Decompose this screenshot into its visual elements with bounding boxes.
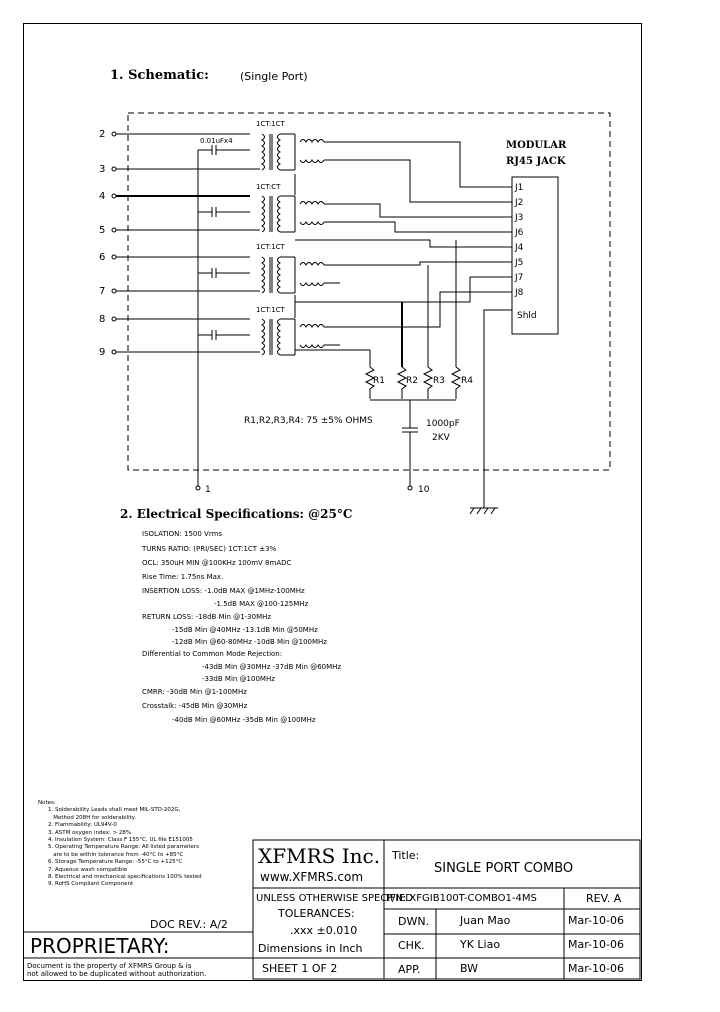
spec-line: Differential to Common Mode Rejection: xyxy=(142,650,283,658)
app-label: APP. xyxy=(398,963,421,976)
note-item: 2. Flammability: UL94V-0 xyxy=(48,822,117,829)
proprietary-line1: Document is the property of XFMRS Group … xyxy=(27,962,192,970)
note-item: 8. Electrical and mechanical specificati… xyxy=(48,874,202,881)
resistor-note: R1,R2,R3,R4: 75 ±5% OHMS xyxy=(244,416,373,426)
chk-name: YK Liao xyxy=(460,938,501,951)
spec-line: ISOLATION: 1500 Vrms xyxy=(142,530,223,538)
company-name: XFMRS Inc. xyxy=(258,844,381,868)
note-item: 7. Aqueous wash compatible xyxy=(48,866,128,873)
spec-line: -43dB Min @30MHz -37dB Min @60MHz xyxy=(202,663,342,671)
schematic-diagram: 2 3 4 5 6 7 8 9 1CT:1CT 1CT:CT 1CT:1CT 1… xyxy=(99,112,611,515)
schematic-subtitle: (Single Port) xyxy=(240,70,308,83)
spec-line: Crosstalk: -45dB Min @30MHz xyxy=(142,702,248,710)
notes-block: Notes: 1. Solderability Leads shall meet… xyxy=(38,800,202,889)
spec-line: INSERTION LOSS: -1.0dB MAX @1MHz-100MHz xyxy=(142,587,305,595)
chk-date: Mar-10-06 xyxy=(568,938,624,951)
sheet-number: SHEET 1 OF 2 xyxy=(262,962,338,975)
electrical-heading: 2. Electrical Specifications: @25°C xyxy=(120,507,353,521)
note-item: 6. Storage Temperature Range: -55°C to +… xyxy=(48,859,183,866)
jack-pin: J4 xyxy=(514,243,524,253)
cap-value-line2: 2KV xyxy=(432,433,451,443)
spec-line: -40dB Min @60MHz -35dB Min @100MHz xyxy=(172,716,316,724)
note-item: are to be within tolerance from -40°C to… xyxy=(48,851,184,858)
pin-label: 7 xyxy=(99,286,105,297)
spec-line: OCL: 350uH MIN @100KHz 100mV 8mADC xyxy=(142,559,292,567)
note-item: Method 208H for solderability. xyxy=(48,814,137,821)
jack-pin: J1 xyxy=(514,183,523,193)
jack-title-line1: MODULAR xyxy=(506,140,567,151)
doc-revision: DOC REV.: A/2 xyxy=(150,918,228,931)
resistor-label: R2 xyxy=(406,376,418,386)
page-border xyxy=(23,23,642,981)
app-name: BW xyxy=(460,962,479,975)
pin-bottom-right: 10 xyxy=(418,485,430,495)
pin-label: 2 xyxy=(99,129,105,140)
company-website: www.XFMRS.com xyxy=(260,870,364,884)
proprietary-line2: not allowed to be duplicated without aut… xyxy=(27,970,207,978)
spec-line: -15dB Min @40MHz -13.1dB Min @50MHz xyxy=(172,626,318,634)
notes-title: Notes: xyxy=(38,800,56,806)
resistor-label: R3 xyxy=(433,376,445,386)
jack-title-line2: RJ45 JACK xyxy=(506,156,566,167)
app-date: Mar-10-06 xyxy=(568,962,624,975)
spec-line: CMRR: -30dB Min @1-100MHz xyxy=(142,688,247,696)
spec-line: -12dB Min @60-80MHz -10dB Min @100MHz xyxy=(172,638,327,646)
cap-label: 0.01uFx4 xyxy=(200,137,233,145)
spec-line: -1.5dB MAX @100-125MHz xyxy=(214,600,309,608)
jack-pin: J2 xyxy=(514,198,523,208)
revision: REV. A xyxy=(586,892,622,905)
pin-bottom-left: 1 xyxy=(205,485,211,495)
note-item: 5. Operating Temperature Range: All list… xyxy=(48,844,200,851)
proprietary-heading: PROPRIETARY: xyxy=(30,934,170,958)
tolerance-line4: Dimensions in Inch xyxy=(258,942,363,955)
tolerance-line1: UNLESS OTHERWISE SPECIFIED xyxy=(256,893,413,904)
jack-pin: J6 xyxy=(514,228,524,238)
note-item: 9. RoHS Compliant Component xyxy=(48,881,134,888)
dwn-label: DWN. xyxy=(398,915,430,928)
schematic-heading: 1. Schematic: xyxy=(110,68,209,83)
resistor-label: R4 xyxy=(461,376,473,386)
jack-pin: J8 xyxy=(514,288,524,298)
title-label: Title: xyxy=(392,849,420,862)
pin-label: 5 xyxy=(99,225,105,236)
tolerance-line3: .xxx ±0.010 xyxy=(290,924,358,937)
cap-value-line1: 1000pF xyxy=(426,419,460,429)
jack-pin: J5 xyxy=(514,258,523,268)
pin-label: 6 xyxy=(99,252,105,263)
dwn-date: Mar-10-06 xyxy=(568,914,624,927)
transformer-label: 1CT:1CT xyxy=(256,243,286,251)
note-item: 1. Solderability Leads shall meet MIL-ST… xyxy=(48,807,181,814)
pin-label: 8 xyxy=(99,314,105,325)
title-value: SINGLE PORT COMBO xyxy=(434,861,574,876)
dwn-name: Juan Mao xyxy=(460,914,511,927)
resistor-label: R1 xyxy=(373,376,385,386)
pin-label: 9 xyxy=(99,347,105,358)
jack-pin: J3 xyxy=(514,213,523,223)
note-item: 3. ASTM oxygen index: > 28% xyxy=(48,829,132,836)
transformer-label: 1CT:1CT xyxy=(256,306,286,314)
transformer-label: 1CT:1CT xyxy=(256,120,286,128)
transformer-label: 1CT:CT xyxy=(256,183,281,191)
tolerance-line2: TOLERANCES: xyxy=(278,907,355,920)
pin-label: 4 xyxy=(99,191,105,202)
part-number: P/N: XFGIB100T-COMBO1-4MS xyxy=(386,893,537,904)
jack-pin: Shld xyxy=(517,311,537,321)
chk-label: CHK. xyxy=(398,939,425,952)
jack-pin: J7 xyxy=(514,273,523,283)
note-item: 4. Insulation System: Class F 155°C, UL … xyxy=(48,837,193,844)
spec-line: -33dB Min @100MHz xyxy=(202,675,275,683)
spec-line: TURNS RATIO: (PRI/SEC) 1CT:1CT ±3% xyxy=(142,545,277,553)
spec-line: Rise Time: 1.75ns Max. xyxy=(142,573,224,581)
pin-label: 3 xyxy=(99,164,105,175)
spec-line: RETURN LOSS: -18dB Min @1-30MHz xyxy=(142,613,272,621)
